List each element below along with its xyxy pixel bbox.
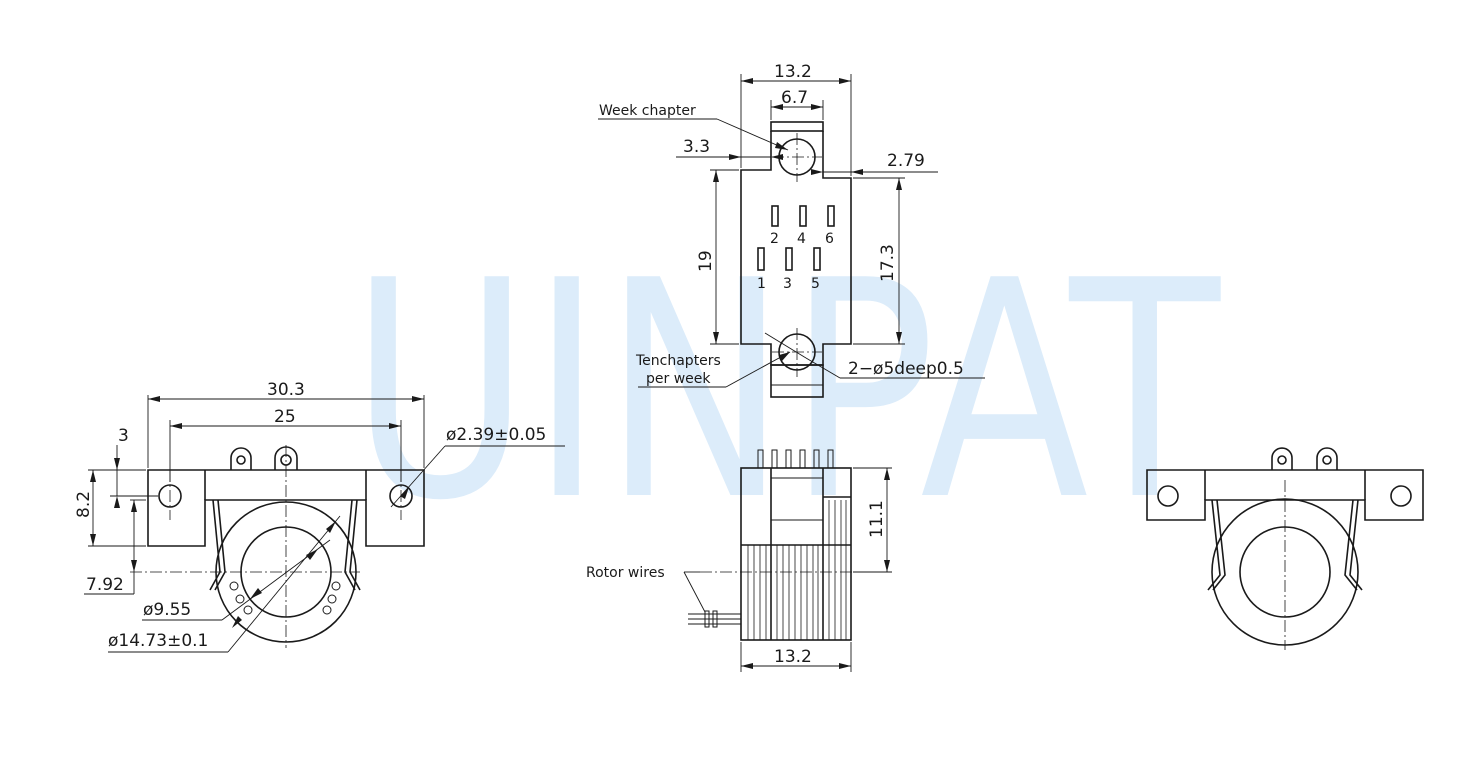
pin-3 [785,247,793,271]
pin-6 [827,205,835,227]
dim-side-height: 11.1 [867,500,887,538]
top-view: 2 4 6 1 3 5 13.2 6.7 3.3 2.79 [598,62,985,398]
right-view [1146,447,1424,650]
dim-top-right-offset: 2.79 [887,151,925,171]
label-week-chapter: Week chapter [599,103,696,119]
dim-top-overall-width: 13.2 [774,62,812,82]
pin-label-4: 4 [797,231,806,247]
dim-top-left-offset: 3.3 [683,137,710,157]
dim-top-right-height: 17.3 [878,244,898,282]
pin-label-3: 3 [783,276,792,292]
dim-front-outer-diameter: ø14.73±0.1 [108,631,208,651]
dim-side-width: 13.2 [774,647,812,667]
pin-label-2: 2 [770,231,779,247]
label-tenchapters-line1: Tenchapters [635,353,721,369]
side-view: Rotor wires 13.2 11.1 [586,449,892,672]
dim-top-upper-width: 6.7 [781,88,808,108]
front-view: 30.3 25 3 8.2 7.92 ø2.39±0.05 [74,380,565,653]
dim-front-hole-offset: 3 [118,426,129,446]
label-rotor-wires: Rotor wires [586,565,665,581]
pin-2 [771,205,779,227]
label-tenchapters-line2: per week [646,371,711,387]
rotor-grooves [747,500,847,640]
pin-label-6: 6 [825,231,834,247]
right-hole-left [1157,485,1179,507]
watermark: UINPAT [350,217,1223,566]
pin-label-1: 1 [757,276,766,292]
dim-front-center-offset: 7.92 [86,575,124,595]
pin-label-5: 5 [811,276,820,292]
pin-1 [757,247,765,271]
right-hole-right [1390,485,1412,507]
label-hole-spec: 2−ø5deep0.5 [848,359,964,379]
dim-front-hole-diameter: ø2.39±0.05 [446,425,546,445]
dim-front-hole-spacing: 25 [274,407,296,427]
dim-front-inner-diameter: ø9.55 [143,600,191,620]
pin-4 [799,205,807,227]
dim-top-left-height: 19 [696,250,716,272]
dim-front-overall-width: 30.3 [267,380,305,400]
dim-front-flange-height: 8.2 [74,491,94,518]
pin-5 [813,247,821,271]
